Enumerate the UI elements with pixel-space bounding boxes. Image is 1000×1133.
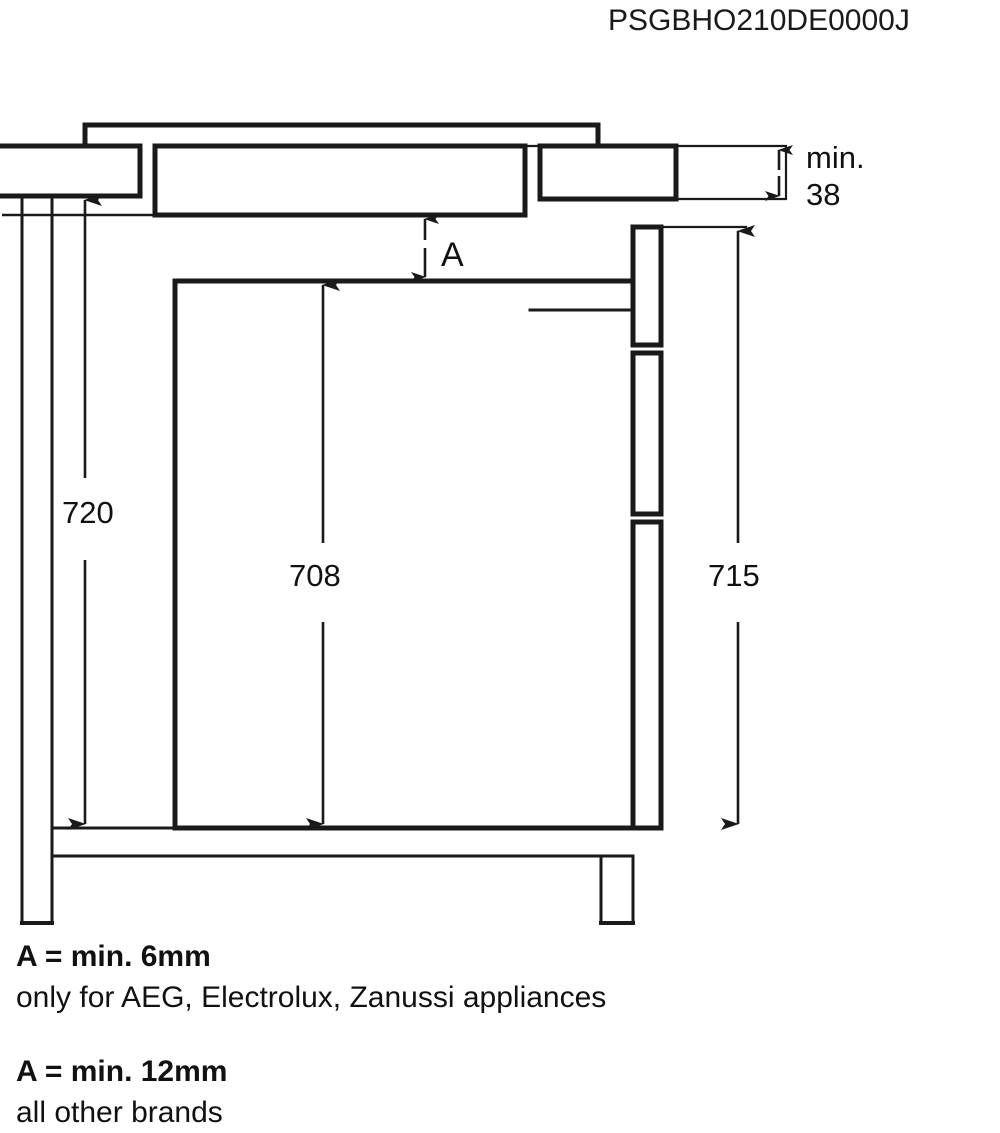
min38-plate-outline [674, 144, 788, 201]
right-worktop-box [537, 143, 679, 202]
dimension-label-min38-line1: min. [806, 140, 865, 175]
dimension-label-715: 715 [708, 558, 760, 593]
dimension-label-min38: min. 38 [806, 140, 865, 213]
center-worktop-box [152, 143, 528, 218]
dimension-lines-group [68, 145, 793, 830]
note-a6-heading: A = min. 6mm [16, 940, 211, 973]
dimension-label-A: A [441, 236, 464, 274]
note-a12-heading: A = min. 12mm [16, 1055, 228, 1088]
left-cabinet-box [0, 143, 143, 199]
door-panel-segment-bottom [630, 519, 664, 831]
drawing-reference-code: PSGBHO210DE0000J [608, 4, 910, 37]
dimension-label-708: 708 [289, 558, 341, 593]
note-a12-body: all other brands [16, 1096, 223, 1129]
reference-lines-group [2, 213, 155, 217]
dimension-label-720: 720 [62, 495, 114, 530]
note-a6-body: only for AEG, Electrolux, Zanussi applia… [16, 981, 607, 1014]
cabinet-outline-group [0, 122, 788, 925]
door-panel-segment-middle [630, 350, 664, 517]
door-panel-segment-top [630, 224, 664, 348]
dimension-label-min38-line2: 38 [806, 176, 841, 212]
